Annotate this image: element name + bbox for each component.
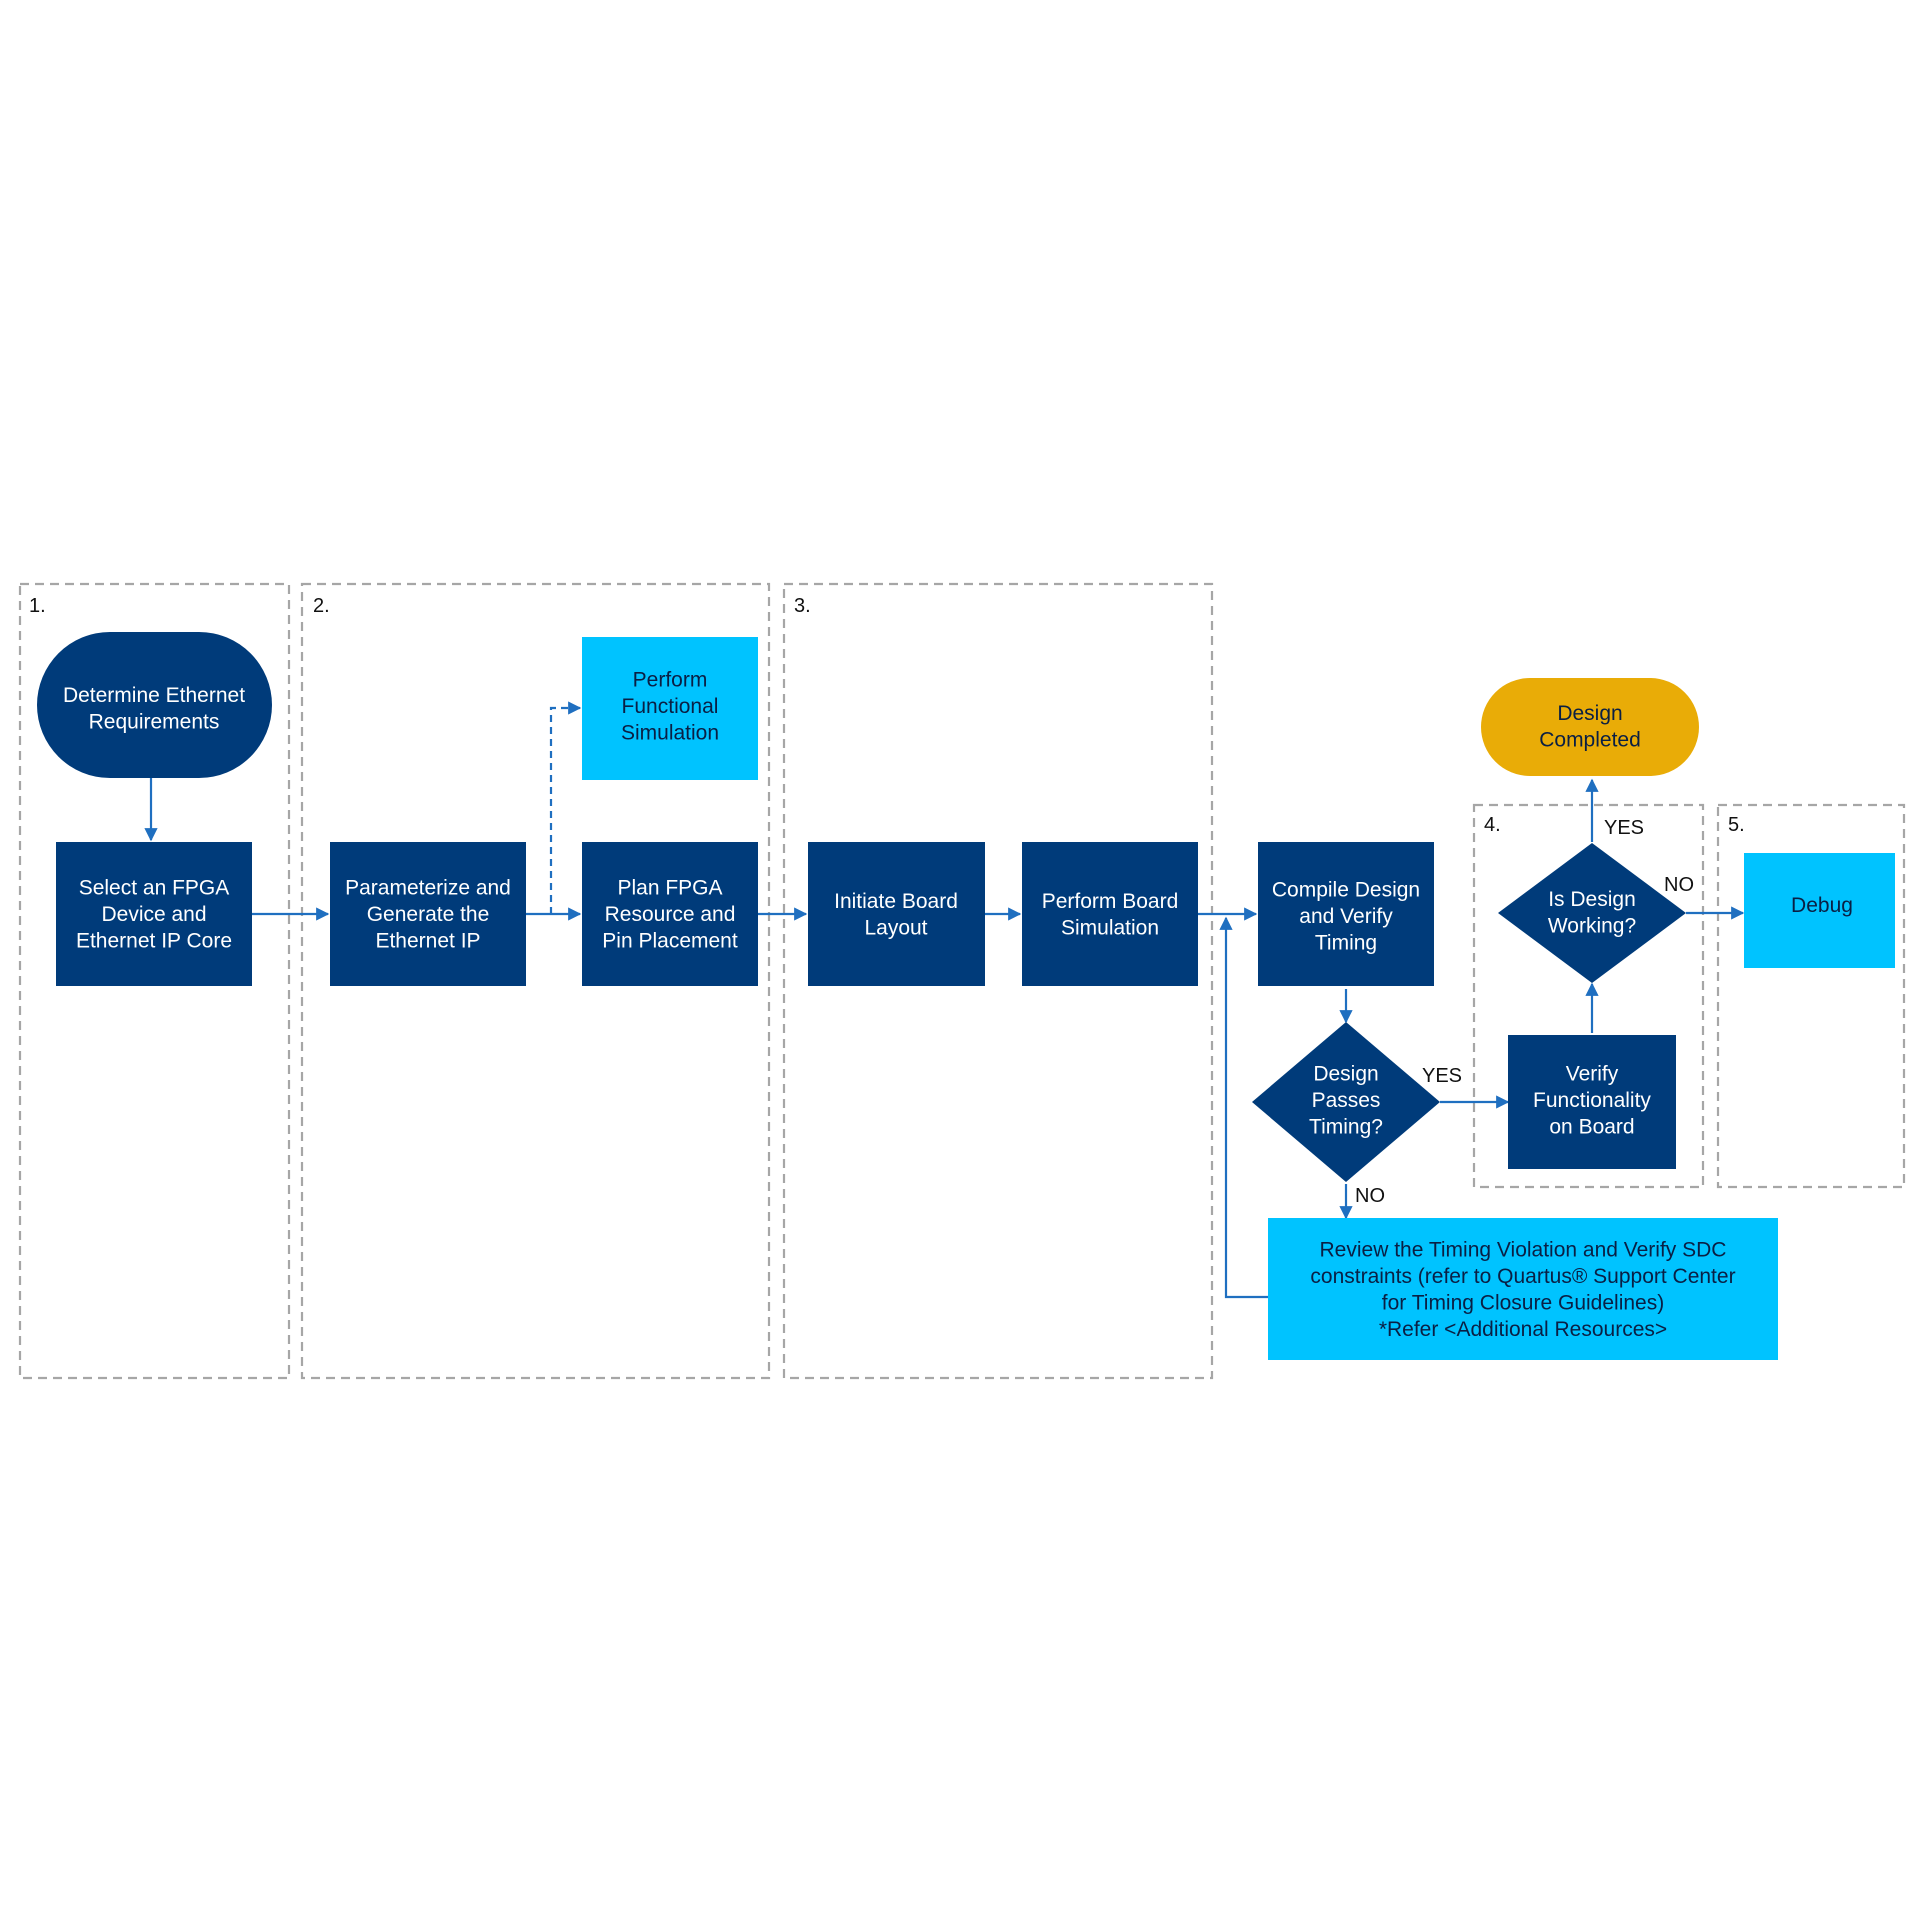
stage-1-number: 1.: [29, 595, 46, 617]
plan-line: Resource and: [605, 903, 736, 926]
board-sim-line: Perform Board: [1042, 889, 1179, 912]
stage-4-frame: [1472, 803, 1705, 1189]
working-line: Working?: [1548, 914, 1636, 937]
verify-line: Verify: [1566, 1062, 1619, 1085]
plan-line: Plan FPGA: [617, 876, 722, 899]
parameterize-line: Generate the: [367, 903, 490, 926]
parameterize-line: Parameterize and: [345, 876, 511, 899]
completed-line: Design: [1557, 701, 1622, 724]
parameterize-line: Ethernet IP: [375, 929, 480, 952]
parameterize-box: [330, 842, 526, 986]
stage-frames: 1. 2. 3. 4. 5.: [18, 582, 1906, 1380]
select-line: Device and: [101, 903, 206, 926]
compile-line: and Verify: [1299, 905, 1393, 928]
determine-line: Determine Ethernet: [63, 683, 245, 706]
verify-functionality-box: [1508, 1035, 1676, 1169]
determine-requirements-terminal: [37, 632, 272, 778]
edge-review-back-to-compile: [1219, 916, 1268, 1299]
stage-2-frame: [300, 582, 771, 1380]
compile-line: Timing: [1315, 931, 1377, 954]
stage-5-frame: [1716, 803, 1906, 1189]
review-line: Review the Timing Violation and Verify S…: [1320, 1238, 1727, 1261]
passes-line: Timing?: [1309, 1115, 1383, 1138]
completed-line: Completed: [1539, 728, 1641, 751]
review-line: for Timing Closure Guidelines): [1382, 1291, 1664, 1314]
initiate-line: Initiate Board: [834, 889, 958, 912]
design-completed-terminal: [1481, 678, 1699, 776]
select-line: Select an FPGA: [79, 876, 230, 899]
board-simulation-box: [1022, 842, 1198, 986]
functional-simulation-box: [582, 637, 758, 780]
review-timing-box: [1268, 1218, 1778, 1360]
board-sim-line: Simulation: [1061, 916, 1159, 939]
stage-4-number: 4.: [1484, 814, 1501, 836]
nodes: [37, 632, 1895, 1360]
passes-line: Passes: [1312, 1089, 1381, 1112]
edge-labels: YES NO YES NO: [1355, 817, 1694, 1207]
design-working-decision: [1498, 843, 1686, 983]
initiate-board-layout-box: [808, 842, 985, 986]
passes-yes-label: YES: [1422, 1065, 1462, 1087]
verify-line: on Board: [1549, 1115, 1634, 1138]
plan-line: Pin Placement: [602, 929, 738, 952]
edge-parameterize-to-functional-sim: [549, 701, 582, 914]
functional-sim-line: Functional: [622, 695, 719, 718]
plan-fpga-box: [582, 842, 758, 986]
stage-3-frame: [782, 582, 1214, 1380]
review-line: *Refer <Additional Resources>: [1379, 1317, 1667, 1340]
debug-label: Debug: [1791, 894, 1853, 917]
review-timing-label: Review the Timing Violation and Verify S…: [1310, 1238, 1735, 1341]
functional-sim-line: Perform: [633, 668, 708, 691]
verify-line: Functionality: [1533, 1089, 1651, 1112]
working-no-label: NO: [1664, 874, 1694, 896]
stage-5-number: 5.: [1728, 814, 1745, 836]
compile-line: Compile Design: [1272, 878, 1420, 901]
working-yes-label: YES: [1604, 817, 1644, 839]
select-fpga-box: [56, 842, 252, 986]
stage-2-number: 2.: [313, 595, 330, 617]
passes-timing-decision: [1252, 1022, 1440, 1182]
debug-line: Debug: [1791, 894, 1853, 917]
compile-design-box: [1258, 842, 1434, 986]
passes-no-label: NO: [1355, 1185, 1385, 1207]
connectors: [144, 701, 1745, 1299]
working-line: Is Design: [1548, 887, 1636, 910]
passes-line: Design: [1313, 1062, 1378, 1085]
review-line: constraints (refer to Quartus® Support C…: [1310, 1264, 1735, 1287]
determine-line: Requirements: [89, 710, 220, 733]
select-line: Ethernet IP Core: [76, 929, 232, 952]
initiate-line: Layout: [864, 916, 927, 939]
functional-sim-line: Simulation: [621, 721, 719, 744]
stage-3-number: 3.: [794, 595, 811, 617]
stage-1-frame: [18, 582, 291, 1380]
debug-box: [1744, 853, 1895, 968]
